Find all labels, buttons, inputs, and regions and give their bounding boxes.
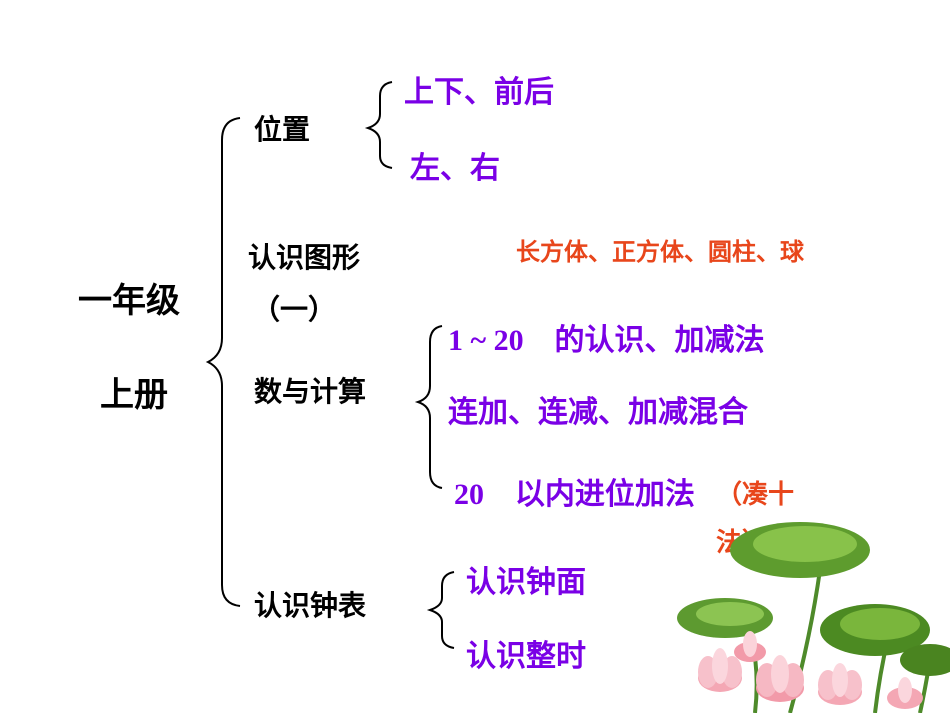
leaf-icon [900, 644, 950, 676]
calc-item-1-number: 1 ~ 20 [448, 324, 524, 357]
calc-item-1: 1 ~ 20 的认识、加减法 [448, 326, 765, 356]
lotus-flower-icon [818, 663, 862, 705]
lotus-flower-icon [887, 677, 923, 709]
root-title-line1: 一年级 [78, 281, 180, 321]
branch-label-calc: 数与计算 [254, 375, 367, 408]
calc-item-3-number: 20 [454, 478, 484, 511]
calc-item-2: 连加、连减、加减混合 [448, 395, 748, 430]
position-brace [364, 81, 393, 169]
position-item-1: 上下、前后 [404, 75, 554, 110]
position-item-2: 左、右 [410, 151, 500, 186]
calc-item-1-text: 的认识、加减法 [554, 323, 765, 358]
branch-label-shapes-line1: 认识图形 [248, 241, 361, 274]
branch-label-clock: 认识钟表 [254, 589, 367, 622]
branch-label-position: 位置 [254, 113, 311, 146]
root-title-line2: 上册 [100, 375, 168, 415]
branch-label-shapes-line2: （一） [252, 293, 337, 326]
calc-brace [414, 325, 443, 489]
calc-item-3-note-line1: （凑十 [716, 480, 795, 510]
lotus-flower-icon [698, 648, 742, 692]
calc-item-3: 20 以内进位加法 [454, 480, 695, 510]
shapes-item-1: 长方体、正方体、圆柱、球 [516, 238, 804, 266]
root-brace [205, 117, 241, 607]
lotus-decoration-image [677, 522, 950, 713]
lotus-flower-icon [734, 631, 766, 662]
calc-item-3-text: 以内进位加法 [514, 477, 695, 512]
clock-item-2: 认识整时 [466, 639, 586, 674]
clock-brace [426, 571, 455, 649]
clock-item-1: 认识钟面 [466, 565, 586, 600]
lotus-flower-icon [756, 655, 804, 702]
